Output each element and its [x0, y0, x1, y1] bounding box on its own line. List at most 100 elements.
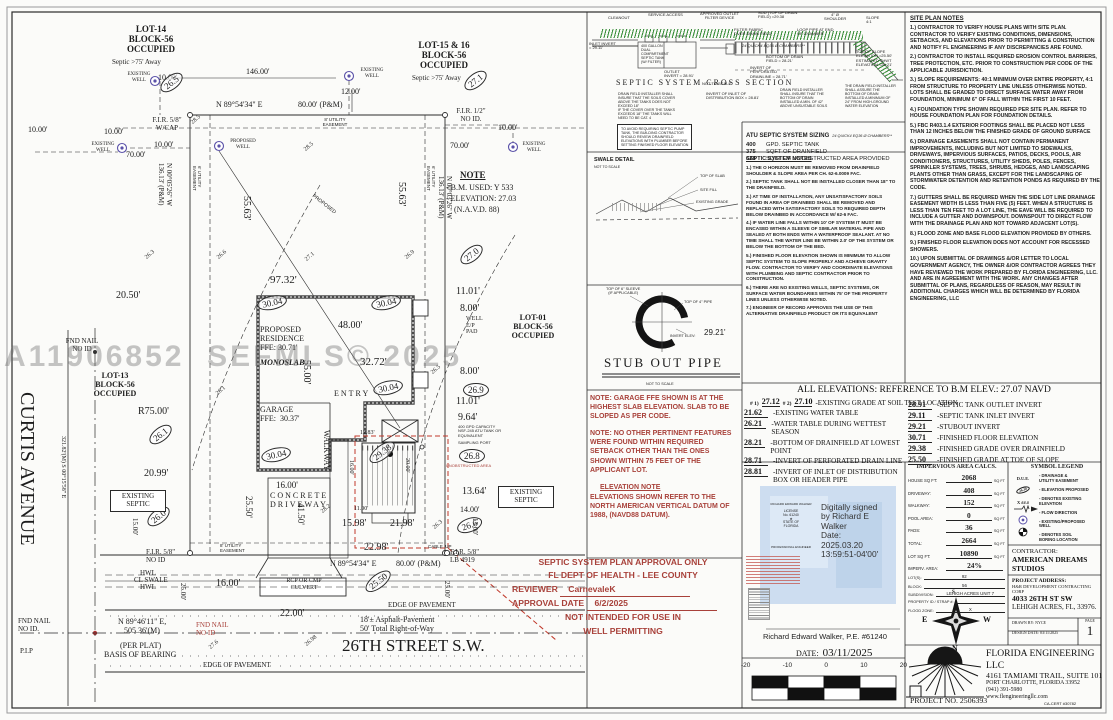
reviewer-name: CarnevaleK — [560, 583, 691, 597]
approval-stamp: SEPTIC SYSTEM PLAN APPROVAL ONLY FL DEPT… — [512, 556, 734, 638]
septic-note: 7.) ENGINEER OF RECORD APPROVES THE USE … — [746, 305, 878, 317]
approval-date: 6/2/2025 — [586, 597, 717, 612]
approval-line5: NOT INTENDED FOR USE IN — [564, 612, 682, 623]
engineer-disclaimer-microtext — [746, 556, 800, 584]
site-plan-note: 10.) UPON SUBMITTAL OF DRAWINGS &/OR LET… — [910, 256, 1098, 302]
design-date-value: 03/11/2025 — [1040, 629, 1059, 635]
parcel-meta-row: PROPERTY ID / STRAP #: — [908, 599, 1005, 605]
parcel-meta-row: FLOOD ZONE:X — [908, 607, 1005, 613]
approval-line6: WELL PERMITTING — [583, 625, 663, 636]
ca-cert: CA-CERT #30782 — [1044, 701, 1077, 706]
elevations-header: ALL ELEVATIONS: REFERENCE TO B.M ELEV.: … — [797, 385, 1051, 395]
site-plan-note: 9.) FINISHED FLOOR ELEVATION DOES NOT AC… — [910, 240, 1090, 253]
scale-tick: 20 — [899, 662, 907, 669]
project-number: PROJECT NO. 2506393 — [910, 696, 988, 705]
scale-tick: -20 — [741, 662, 751, 669]
elevation-row: 21.62-EXISTING WATER TABLE — [744, 408, 859, 418]
drawn-by-box: DRAWN BY: NYCE DESIGN DATE: 03/11/2025 — [1012, 620, 1076, 639]
contractor-box: CONTRACTOR: AMERICAN DREAMS STUDIOS — [1012, 548, 1102, 573]
project-street: 4033 26TH ST SW — [1012, 594, 1073, 603]
septic-note: 1.) THE O HORIZON MUST BE REMOVED FROM D… — [746, 165, 880, 176]
project-company: H&R DEVELOPMENT CONTRACTING CORP — [1012, 584, 1092, 594]
firm-website: www.flengineeringllc.com — [986, 694, 1048, 701]
drainage-easement-symbol: D.U.E. — [1016, 476, 1030, 482]
firm-address1: 4161 TAMIAMI TRAIL, SUITE 101 — [986, 671, 1103, 680]
elevation-row: 29.38-FINISHED GRADE OVER DRAINFIELD — [908, 444, 1065, 454]
drawn-by-value: NYCE — [1035, 620, 1046, 625]
parcel-meta-row: SUBDIVISION:LEHIGH ACRES UNIT 7 — [908, 591, 1005, 597]
proposed-elevation-symbol: 26.30 — [1010, 485, 1036, 496]
soil-test-marker-2: # 2) — [782, 401, 792, 407]
approval-date-label: APPROVAL DATE — [512, 597, 585, 608]
site-plan-note: 6.) DRAINAGE EASEMENTS SHALL NOT CONTAIN… — [910, 138, 1100, 192]
elevation-row: 28.81-INVERT OF INLET OF DISTRIBUTION BO… — [744, 467, 898, 485]
firm-block: FLORIDA ENGINEERING LLC 4161 TAMIAMI TRA… — [986, 648, 1104, 701]
atu-title: ATU SEPTIC SYSTEM SIZING — [746, 133, 830, 139]
soil-test-suffix: -EXISTING GRADE AT SOIL TEST LOCATION — [815, 399, 958, 407]
site-plan-note: 7.) GUTTERS SHALL BE REQUIRED WHEN THE S… — [910, 194, 1096, 228]
pertinent-features-note: NOTE: NO OTHER PERTINENT FEATURES WERE F… — [590, 430, 732, 474]
compass-north: N — [952, 644, 958, 653]
septic-note: 6.) THERE ARE NO EXISTING WELLS, SEPTIC … — [746, 284, 888, 302]
site-plan-note: 2.) CONTRACTOR TO INSTALL REQUIRED EROSI… — [910, 54, 1097, 74]
compass-south: S — [952, 590, 955, 595]
elevation-row: 28.71-INVERT OF PERFORATED DRAIN LINE — [744, 456, 903, 467]
elevation-row: 28.91-SEPTIC TANK OUTLET INVERT — [908, 400, 1042, 410]
parcel-meta-row: BLOCK:56 — [908, 583, 1005, 589]
scale-tick: -10 — [782, 662, 793, 669]
septic-system-notes: SEPTIC SYSTEM NOTES 1.) THE O HORIZON MU… — [746, 156, 898, 320]
site-plan-note: 3.) SLOPE REQUIREMENTS: 40:1 MINIMUM OVE… — [910, 77, 1094, 103]
signature-date: DATE: 03/11/2025 — [796, 643, 872, 661]
elevation-note-title: ELEVATION NOTE — [600, 483, 661, 491]
existing-elevation-symbol: X ##.# — [1017, 499, 1029, 505]
elevation-row: 30.71-FINISHED FLOOR ELEVATION — [908, 433, 1039, 443]
elevation-row: 25.50-FINISHED GRADE AT TOE OF SLOPE — [908, 455, 1059, 465]
compass-west: W — [983, 615, 991, 624]
digital-signature-text: Digitally signed by Richard E Walker Dat… — [821, 502, 879, 560]
septic-notes-title: SEPTIC SYSTEM NOTES — [746, 156, 812, 162]
red-notes: NOTE: GARAGE FFE SHOWN IS AT THE HIGHEST… — [590, 394, 738, 528]
parcel-meta-row: LOT(S):92 — [908, 574, 1005, 581]
site-plan-note: 1.) CONTRACTOR TO VERIFY HOUSE PLANS WIT… — [910, 25, 1095, 51]
grass-icon — [735, 31, 863, 40]
scale-tick: 10 — [860, 662, 868, 669]
firm-address2: PORT CHARLOTTE, FLORIDA 33952 — [986, 680, 1080, 687]
drawn-by-label: DRAWN BY: — [1012, 620, 1035, 625]
symbol-legend: SYMBOL LEGEND D.U.E.- DRAINAGE & UTILITY… — [1010, 464, 1104, 546]
garage-ffe-note: NOTE: GARAGE FFE SHOWN IS AT THE HIGHEST… — [590, 395, 730, 421]
engineer-name: Richard Edward Walker, P.E. #61240 — [762, 632, 888, 641]
approval-line2: FL DEPT OF HEALTH - LEE COUNTY — [548, 570, 698, 581]
elevations-soil-test: # 1) 27.12 # 2) 27.10 -EXISTING GRADE AT… — [750, 397, 958, 407]
septic-note: 5.) FINISHED FLOOR ELEVATION SHOWN IS MI… — [746, 252, 893, 282]
elevation-row: 29.11-SEPTIC TANK INLET INVERT — [908, 411, 1035, 421]
contractor-name: AMERICAN DREAMS STUDIOS — [1012, 555, 1088, 573]
date-value: 03/11/2025 — [822, 647, 873, 659]
micro-stamp — [748, 588, 770, 620]
elevation-note: ELEVATIONS SHOWN REFER TO THE NORTH AMER… — [590, 493, 730, 520]
reviewer-label: REVIEWER — [512, 583, 558, 594]
septic-note: 2.) SEPTIC TANK SHALL NOT BE INSTALLED C… — [746, 179, 896, 191]
project-address-box: PROJECT ADDRESS: H&R DEVELOPMENT CONTRAC… — [1012, 578, 1102, 611]
design-date-label: DESIGN DATE: — [1012, 629, 1039, 635]
project-city: LEHIGH ACRES, FL, 33976. — [1012, 603, 1097, 611]
page-number: 1 — [1086, 623, 1094, 638]
page-cell: PAGE 1 — [1080, 619, 1100, 639]
scale-tick: 0 — [824, 662, 828, 669]
site-plan-note: 5.) FBC R403.1.4 EXTERIOR FOOTINGS SHALL… — [910, 122, 1091, 136]
legend-title: SYMBOL LEGEND — [1030, 464, 1084, 470]
site-notes-title: SITE PLAN NOTES — [910, 16, 964, 22]
grass-icon — [600, 29, 735, 38]
septic-note: 3.) AT TIME OF INSTALLATION, ANY UNSATIS… — [746, 193, 886, 217]
